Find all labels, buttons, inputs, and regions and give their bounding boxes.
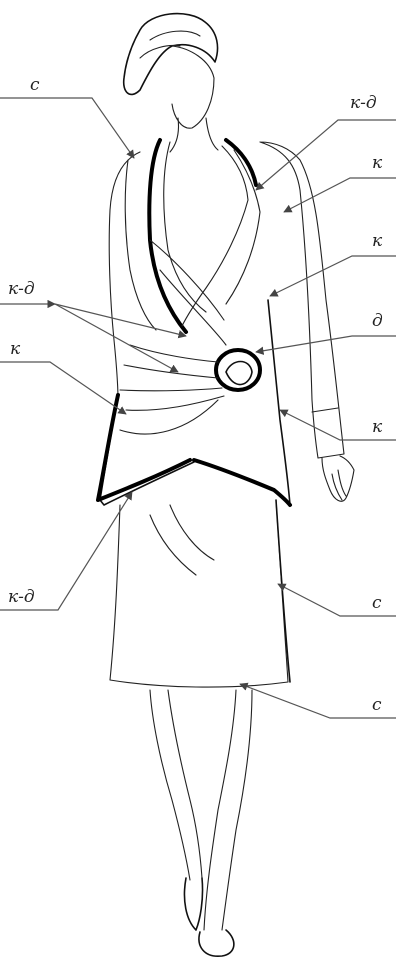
label-kd-left: к-д (8, 279, 35, 299)
jacket-right (268, 300, 290, 505)
label-k-left: к (10, 339, 21, 359)
labels: с к-д к к к-д д к к к-д с с (8, 75, 383, 715)
shoe-left (184, 878, 202, 930)
label-c-bottom: с (372, 695, 382, 715)
label-c-top: с (30, 75, 40, 95)
hair (124, 14, 218, 95)
leg-left (150, 690, 190, 880)
label-k-3: к (372, 417, 383, 437)
leg-right (204, 690, 236, 930)
face (172, 46, 214, 128)
shoe-right (199, 930, 234, 956)
hand-right (322, 456, 354, 501)
skirt (110, 500, 288, 687)
label-kd-bottom: к-д (8, 587, 35, 607)
sleeve-left (109, 152, 140, 400)
shawl-collar-right (226, 140, 256, 185)
sleeve-right (260, 142, 344, 458)
label-kd-top: к-д (350, 93, 377, 113)
shawl-collar-left (149, 140, 186, 332)
label-d-right: д (372, 311, 383, 331)
label-c-skirt: с (372, 593, 382, 613)
figure-sketch (98, 14, 354, 957)
label-k-2: к (372, 231, 383, 251)
label-k-1: к (372, 153, 383, 173)
